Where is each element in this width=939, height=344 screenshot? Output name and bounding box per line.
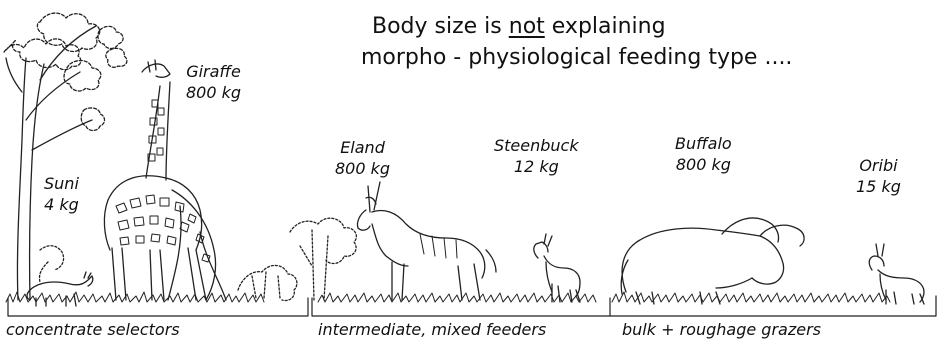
title-line-2: morpho - physiological feeding type .... — [361, 45, 792, 70]
label-giraffe: Giraffe 800 kg — [186, 61, 241, 103]
animal-name: Buffalo — [675, 133, 732, 154]
animal-mass: 12 kg — [494, 156, 579, 177]
animal-mass: 800 kg — [186, 82, 241, 103]
animal-mass: 800 kg — [675, 154, 732, 175]
bush-mid — [290, 218, 356, 300]
grass — [6, 292, 890, 302]
category-concentrate-selectors: concentrate selectors — [6, 320, 180, 339]
acacia-tree — [4, 13, 127, 300]
title-emphasis: not — [509, 14, 545, 39]
eland-drawing — [357, 182, 496, 300]
title-part: explaining — [545, 14, 666, 39]
bushes-left — [238, 265, 297, 300]
animal-mass: 800 kg — [335, 158, 390, 179]
animal-name: Giraffe — [186, 61, 241, 82]
label-buffalo: Buffalo 800 kg — [675, 133, 732, 175]
category-intermediate-mixed-feeders: intermediate, mixed feeders — [318, 320, 546, 339]
label-steenbuck: Steenbuck 12 kg — [494, 135, 579, 177]
animal-name: Oribi — [856, 155, 901, 176]
label-suni: Suni 4 kg — [44, 173, 79, 215]
title-line-1: Body size is not explaining — [372, 14, 666, 39]
label-oribi: Oribi 15 kg — [856, 155, 901, 197]
animal-name: Eland — [335, 137, 390, 158]
animal-name: Steenbuck — [494, 135, 579, 156]
title-part: Body size is — [372, 14, 509, 39]
animal-mass: 4 kg — [44, 194, 79, 215]
animal-name: Suni — [44, 173, 79, 194]
category-bulk-roughage-grazers: bulk + roughage grazers — [622, 320, 821, 339]
steenbuck-drawing — [534, 234, 580, 302]
label-eland: Eland 800 kg — [335, 137, 390, 179]
animal-mass: 15 kg — [856, 176, 901, 197]
buffalo-drawing — [621, 218, 804, 304]
